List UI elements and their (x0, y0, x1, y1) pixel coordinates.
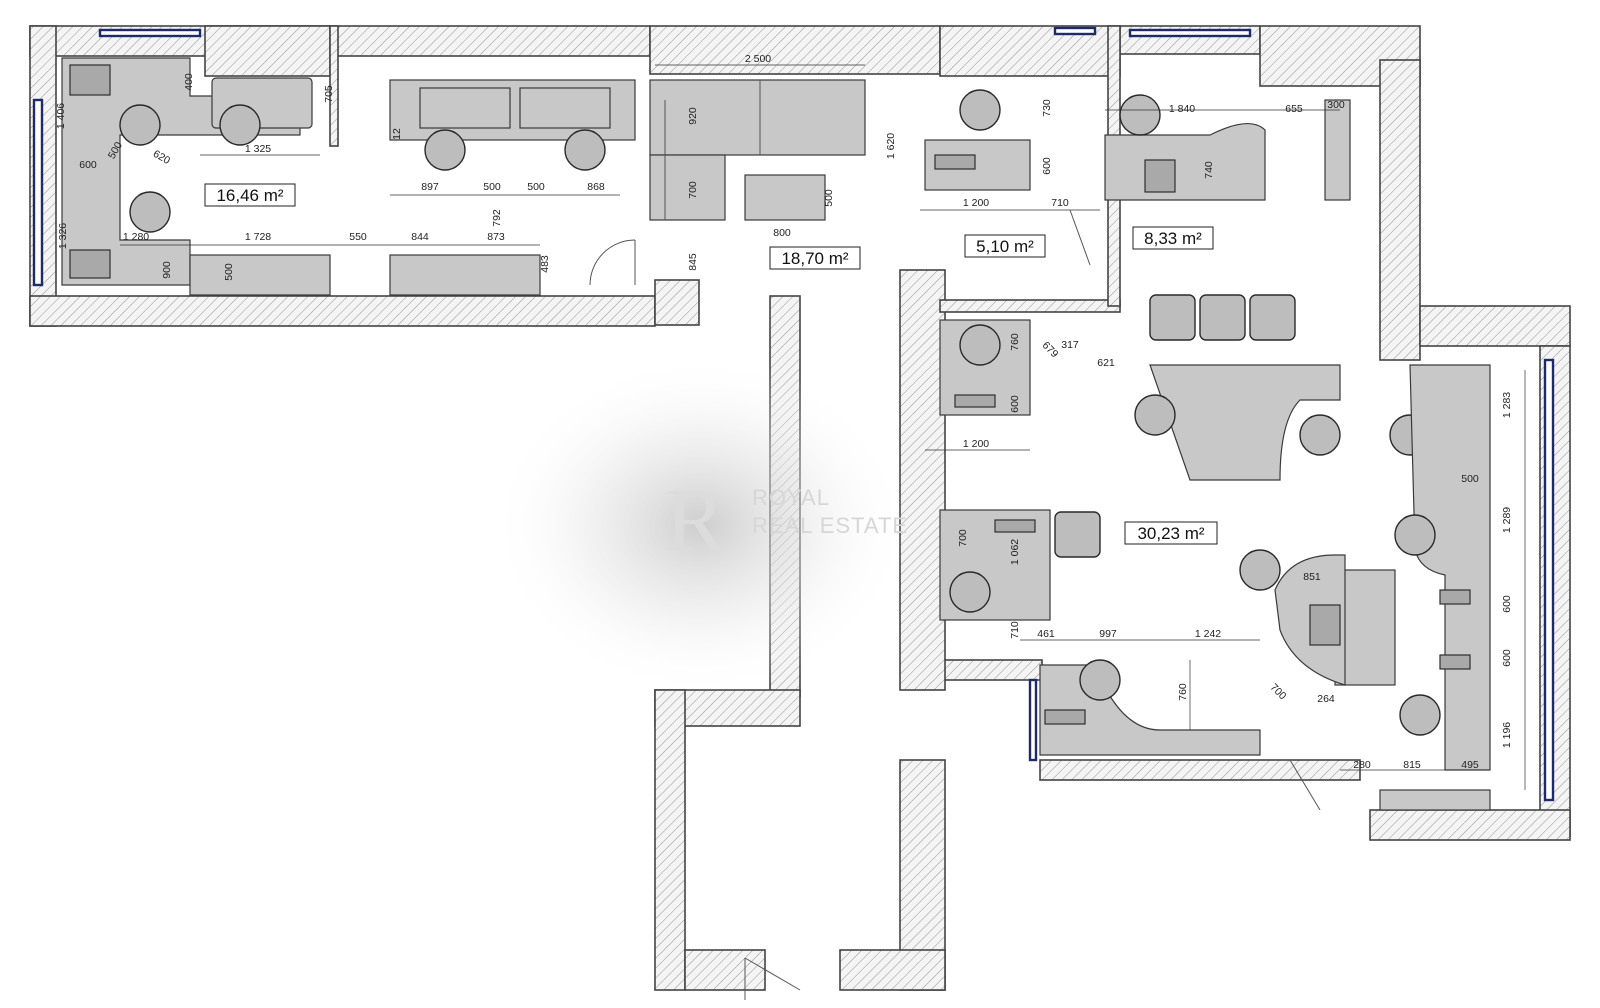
dimension-label: 500 (823, 189, 835, 207)
dimension-label: 873 (487, 231, 505, 243)
room-2-label: 18,70 m² (769, 246, 861, 270)
dimension-label: 600 (1501, 595, 1513, 613)
dimension-label: 495 (1461, 759, 1479, 771)
room-5-furniture (939, 319, 1491, 811)
dimension-label: 264 (1317, 693, 1335, 705)
dimension-label: 800 (773, 227, 791, 239)
room-1-area: 16,46 m² (216, 186, 283, 205)
dimension-label: 700 (1268, 681, 1289, 702)
dimension-label: 280 (1353, 759, 1371, 771)
room-2-furniture (649, 79, 866, 221)
dimension-label: 500 (483, 181, 501, 193)
dimension-label: 1 289 (1501, 507, 1513, 533)
dimension-label: 760 (1177, 683, 1189, 701)
dimension-label: 621 (1097, 357, 1115, 369)
dimension-label: 1 283 (1501, 392, 1513, 418)
room-3-label: 5,10 m² (964, 234, 1046, 258)
dimension-label: 851 (1303, 571, 1321, 583)
dimension-lines (120, 64, 1526, 790)
room-4-area: 8,33 m² (1144, 229, 1202, 248)
dimension-label: 710 (1051, 197, 1069, 209)
dimension-label: 760 (1009, 333, 1021, 351)
watermark-monogram: R (665, 471, 725, 570)
dimension-label: 1 728 (245, 231, 271, 243)
dimension-label: 600 (1009, 395, 1021, 413)
room-3-area: 5,10 m² (976, 237, 1034, 256)
dimension-label: 317 (1061, 339, 1079, 351)
watermark-line2: REAL ESTATE (752, 513, 908, 538)
dimension-label: 1 620 (885, 133, 897, 159)
room-2-area: 18,70 m² (781, 249, 848, 268)
dimension-label: 483 (539, 255, 551, 273)
dimension-label: 461 (1037, 628, 1055, 640)
dimension-label: 705 (323, 85, 335, 103)
dimension-label: 700 (957, 529, 969, 547)
dimension-label: 550 (349, 231, 367, 243)
dimension-label: 300 (1327, 99, 1345, 111)
dimension-label: 897 (421, 181, 439, 193)
dimension-label: 12 (391, 128, 403, 140)
dimension-label: 997 (1099, 628, 1117, 640)
dimension-label: 600 (79, 159, 97, 171)
dimension-label: 655 (1285, 103, 1303, 115)
dimension-label: 730 (1041, 99, 1053, 117)
dimension-label: 1 406 (55, 103, 67, 129)
dimension-label: 1 326 (57, 223, 69, 249)
dimension-label: 815 (1403, 759, 1421, 771)
room-1-furniture (61, 57, 636, 296)
watermark-glow (490, 355, 910, 695)
dimension-label: 1 196 (1501, 722, 1513, 748)
dimension-label: 868 (587, 181, 605, 193)
dimension-label: 740 (1203, 161, 1215, 179)
dimension-label: 700 (687, 181, 699, 199)
dimension-label: 500 (223, 263, 235, 281)
dimension-label: 500 (1461, 473, 1479, 485)
dimension-label: 1 200 (963, 438, 989, 450)
dimension-label: 620 (151, 148, 172, 167)
dimension-label: 710 (1009, 621, 1021, 639)
dimension-label: 1 062 (1009, 539, 1021, 565)
dimension-label: 1 280 (123, 231, 149, 243)
dimension-label: 1 200 (963, 197, 989, 209)
dimension-label: 600 (1041, 157, 1053, 175)
dimension-label: 1 840 (1169, 103, 1195, 115)
dimension-label: 500 (527, 181, 545, 193)
dimension-label: 920 (687, 107, 699, 125)
dimension-label: 1 325 (245, 143, 271, 155)
windows (32, 26, 1555, 802)
room-4-label: 8,33 m² (1132, 226, 1214, 250)
dimension-label: 844 (411, 231, 429, 243)
dimension-label: 792 (491, 209, 503, 227)
watermark-line1: ROYAL (752, 485, 830, 510)
dimension-label: 845 (687, 253, 699, 271)
room-5-area: 30,23 m² (1137, 524, 1204, 543)
dimension-label: 1 242 (1195, 628, 1221, 640)
room-5-label: 30,23 m² (1124, 521, 1218, 545)
room-4-furniture (1104, 94, 1351, 341)
dimension-label: 400 (183, 73, 195, 91)
dimension-label: 2 500 (745, 53, 771, 65)
room-3-furniture (924, 89, 1031, 191)
dimension-label: 679 (1040, 339, 1061, 360)
watermark: R ROYAL REAL ESTATE (665, 471, 908, 570)
dimension-label: 900 (161, 261, 173, 279)
room-1-label: 16,46 m² (204, 183, 296, 207)
dimension-label: 600 (1501, 649, 1513, 667)
doors (589, 209, 1321, 1000)
